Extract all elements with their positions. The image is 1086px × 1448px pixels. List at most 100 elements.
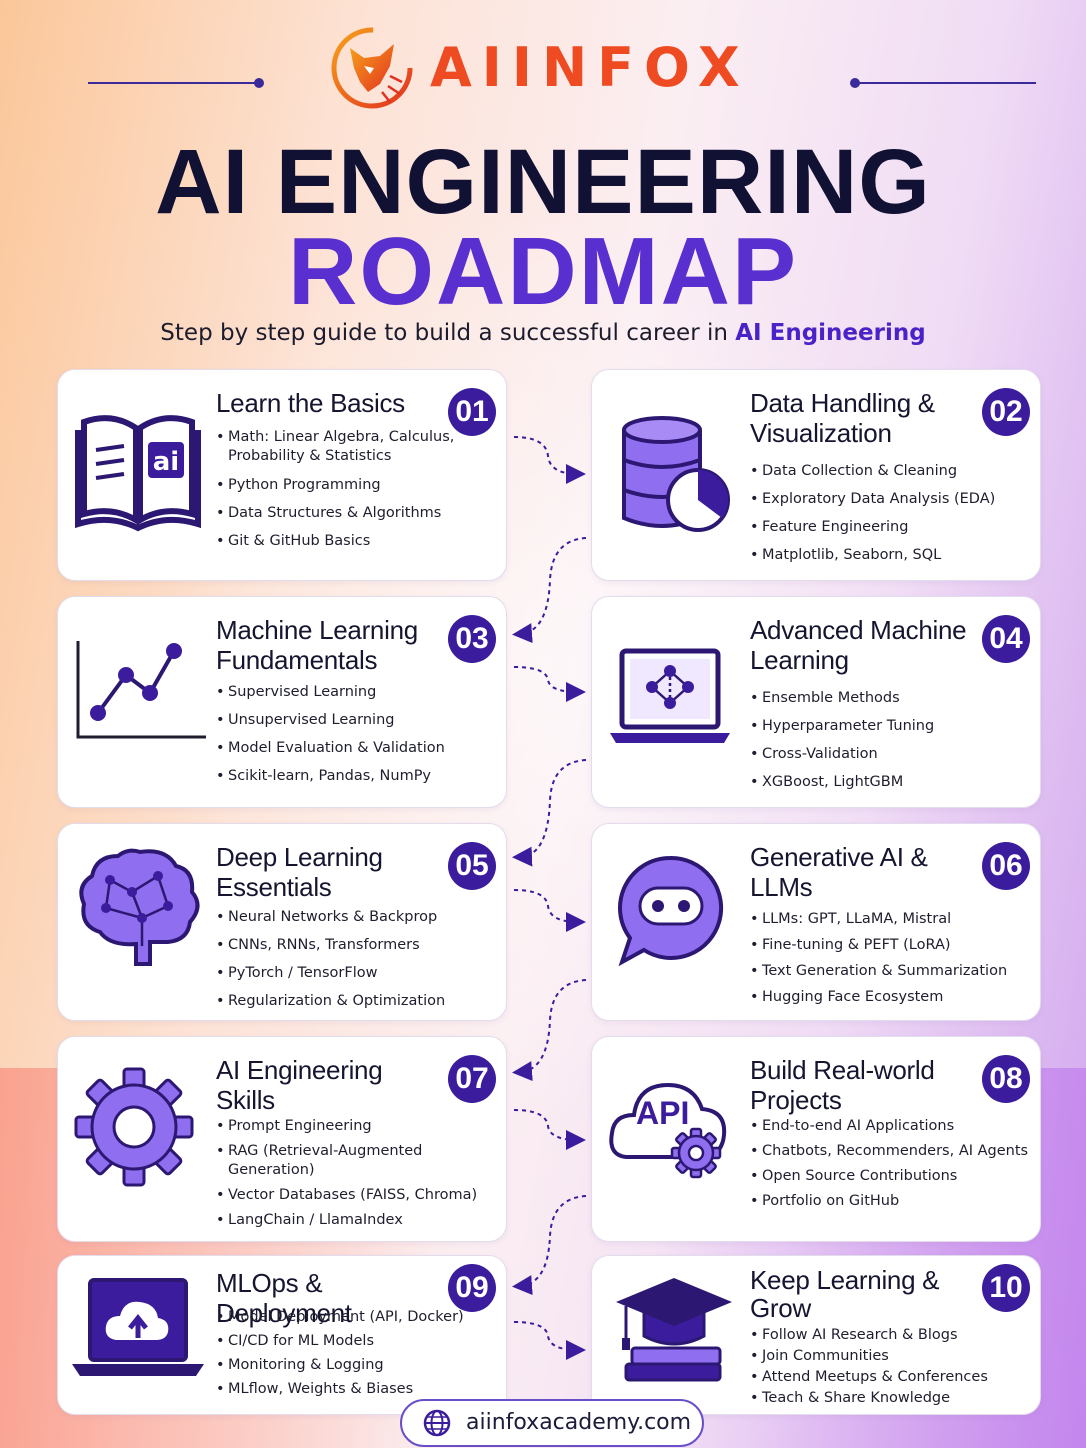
step-item: Feature Engineering bbox=[750, 518, 1030, 537]
website-url[interactable]: aiinfoxacademy.com bbox=[466, 1410, 692, 1435]
step-item: Attend Meetups & Conferences bbox=[750, 1368, 1030, 1387]
brand-logo: AIINFOX bbox=[330, 26, 790, 116]
step-items: Ensemble Methods Hyperparameter Tuning C… bbox=[750, 689, 1030, 801]
step-item: XGBoost, LightGBM bbox=[750, 773, 1030, 792]
step-item: Portfolio on GitHub bbox=[750, 1192, 1030, 1211]
step-items: Prompt Engineering RAG (Retrieval-Augmen… bbox=[216, 1117, 496, 1239]
step-item: Unsupervised Learning bbox=[216, 711, 496, 730]
step-card-04: Advanced Machine Learning 04 Ensemble Me… bbox=[591, 596, 1041, 808]
step-number-badge: 05 bbox=[448, 842, 496, 890]
step-items: Data Collection & Cleaning Exploratory D… bbox=[750, 462, 1030, 574]
website-pill[interactable]: aiinfoxacademy.com bbox=[400, 1399, 704, 1447]
step-item: LLMs: GPT, LLaMA, Mistral bbox=[750, 910, 1030, 929]
step-item: Regularization & Optimization bbox=[216, 992, 496, 1011]
database-pie-chart-icon bbox=[622, 416, 730, 532]
step-title: Learn the Basics bbox=[216, 388, 405, 418]
step-item: Prompt Engineering bbox=[216, 1117, 496, 1136]
step-number-badge: 09 bbox=[448, 1264, 496, 1312]
arrow-04-to-05 bbox=[512, 759, 587, 867]
step-item: Data Structures & Algorithms bbox=[216, 504, 496, 523]
step-item: Chatbots, Recommenders, AI Agents bbox=[750, 1142, 1030, 1161]
step-number-badge: 06 bbox=[982, 842, 1030, 890]
laptop-network-icon bbox=[610, 648, 730, 743]
step-item: Hugging Face Ecosystem bbox=[750, 988, 1030, 1007]
page-title-line2: ROADMAP bbox=[288, 218, 798, 325]
arrow-01-to-02 bbox=[513, 436, 586, 484]
step-items: Follow AI Research & Blogs Join Communit… bbox=[750, 1326, 1030, 1417]
step-item: Fine-tuning & PEFT (LoRA) bbox=[750, 936, 1030, 955]
step-item: LangChain / LlamaIndex bbox=[216, 1211, 496, 1230]
step-title: Build Real-world Projects bbox=[750, 1055, 935, 1115]
chat-bot-icon bbox=[618, 855, 724, 967]
header-dot-right bbox=[850, 78, 860, 88]
arrow-02-to-03 bbox=[512, 537, 587, 644]
step-item: Model Evaluation & Validation bbox=[216, 739, 496, 758]
step-item: Supervised Learning bbox=[216, 683, 496, 702]
step-item: Model Deployment (API, Docker) bbox=[216, 1308, 496, 1327]
step-item: CI/CD for ML Models bbox=[216, 1332, 496, 1351]
arrow-08-to-09 bbox=[512, 1195, 587, 1296]
step-item: Open Source Contributions bbox=[750, 1167, 1030, 1186]
step-card-10: Keep Learning & Grow 10 Follow AI Resear… bbox=[591, 1255, 1041, 1415]
header-line-right bbox=[856, 82, 1036, 84]
step-item: Text Generation & Summarization bbox=[750, 962, 1030, 981]
step-item: MLflow, Weights & Biases bbox=[216, 1380, 496, 1399]
page-subtitle: Step by step guide to build a successful… bbox=[0, 318, 1086, 348]
step-title: Data Handling & Visualization bbox=[750, 388, 935, 448]
step-item: End-to-end AI Applications bbox=[750, 1117, 1030, 1136]
step-number-badge: 02 bbox=[982, 388, 1030, 436]
step-number-badge: 08 bbox=[982, 1055, 1030, 1103]
step-number-badge: 04 bbox=[982, 615, 1030, 663]
step-card-06: Generative AI & LLMs 06 LLMs: GPT, LLaMA… bbox=[591, 823, 1041, 1021]
fox-logo-icon bbox=[331, 27, 413, 109]
step-item: Scikit-learn, Pandas, NumPy bbox=[216, 767, 496, 786]
graduation-cap-books-icon bbox=[616, 1278, 732, 1382]
step-item: Hyperparameter Tuning bbox=[750, 717, 1030, 736]
step-item: Vector Databases (FAISS, Chroma) bbox=[216, 1186, 496, 1205]
arrow-03-to-04 bbox=[513, 666, 586, 702]
step-card-03: Machine Learning Fundamentals 03 Supervi… bbox=[57, 596, 507, 808]
step-title: AI Engineering Skills bbox=[216, 1055, 383, 1115]
step-item: RAG (Retrieval-Augmented Generation) bbox=[216, 1142, 496, 1180]
arrow-05-to-06 bbox=[513, 889, 586, 932]
step-item: Neural Networks & Backprop bbox=[216, 908, 496, 927]
step-item: Join Communities bbox=[750, 1347, 1030, 1366]
step-item: CNNs, RNNs, Transformers bbox=[216, 936, 496, 955]
step-card-09: MLOps & Deployment 09 Model Deployment (… bbox=[57, 1255, 507, 1415]
step-number-badge: 07 bbox=[448, 1055, 496, 1103]
step-item: Ensemble Methods bbox=[750, 689, 1030, 708]
step-number-badge: 03 bbox=[448, 615, 496, 663]
page-title-line1: AI ENGINEERING bbox=[155, 131, 931, 233]
subtitle-highlight: AI Engineering bbox=[735, 320, 926, 346]
step-items: Math: Linear Algebra, Calculus, Probabil… bbox=[216, 428, 496, 560]
step-card-07: AI Engineering Skills 07 Prompt Engineer… bbox=[57, 1036, 507, 1242]
step-item: Monitoring & Logging bbox=[216, 1356, 496, 1375]
step-item: Math: Linear Algebra, Calculus, Probabil… bbox=[216, 428, 496, 466]
step-card-05: Deep Learning Essentials 05 Neural Netwo… bbox=[57, 823, 507, 1021]
step-item: Git & GitHub Basics bbox=[216, 532, 496, 551]
step-card-02: Data Handling & Visualization 02 Data Co… bbox=[591, 369, 1041, 581]
step-title: Generative AI & LLMs bbox=[750, 842, 928, 902]
step-items: End-to-end AI Applications Chatbots, Rec… bbox=[750, 1117, 1030, 1220]
open-book-ai-icon: ai bbox=[75, 415, 201, 532]
step-card-01: ai Learn the Basics 01 Math: Linear Alge… bbox=[57, 369, 507, 581]
laptop-cloud-upload-icon bbox=[72, 1278, 204, 1376]
globe-icon bbox=[423, 1409, 451, 1437]
step-items: Supervised Learning Unsupervised Learnin… bbox=[216, 683, 496, 795]
step-title: Deep Learning Essentials bbox=[216, 842, 383, 902]
step-card-08: API Build Real-world Projects 08 End-to-… bbox=[591, 1036, 1041, 1242]
step-item: Teach & Share Knowledge bbox=[750, 1389, 1030, 1408]
brain-network-icon bbox=[79, 848, 200, 966]
brand-logo-text: AIINFOX bbox=[430, 36, 750, 99]
gear-icon bbox=[74, 1067, 194, 1187]
step-number-badge: 10 bbox=[982, 1264, 1030, 1312]
step-item: Follow AI Research & Blogs bbox=[750, 1326, 1030, 1345]
step-item: Exploratory Data Analysis (EDA) bbox=[750, 490, 1030, 509]
step-item: PyTorch / TensorFlow bbox=[216, 964, 496, 983]
api-cloud-gear-icon bbox=[609, 1082, 727, 1179]
step-item: Data Collection & Cleaning bbox=[750, 462, 1030, 481]
step-item: Matplotlib, Seaborn, SQL bbox=[750, 546, 1030, 565]
step-title: Machine Learning Fundamentals bbox=[216, 615, 418, 675]
step-items: Neural Networks & Backprop CNNs, RNNs, T… bbox=[216, 908, 496, 1020]
